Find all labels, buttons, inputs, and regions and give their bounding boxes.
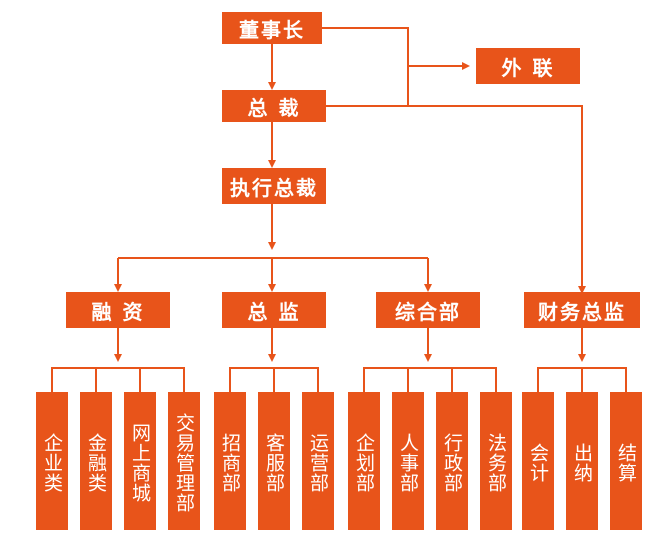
- node-finance-director: 财务总监: [524, 292, 640, 328]
- leaf-general-affairs-4: 法务部: [480, 392, 512, 530]
- node-external: 外 联: [476, 48, 580, 84]
- leaf-general-affairs-2: 人事部: [392, 392, 424, 530]
- leaf-director-1: 招商部: [214, 392, 246, 530]
- node-director: 总 监: [222, 292, 326, 328]
- leaf-finance-director-2: 出纳: [566, 392, 598, 530]
- arrow-president-to-finance-director: [326, 105, 586, 294]
- leaf-bar-financing: [51, 367, 185, 392]
- leaf-financing-4: 交易管理部: [168, 392, 200, 530]
- node-chairman: 董事长: [222, 12, 322, 44]
- leaf-general-affairs-1: 企划部: [348, 392, 380, 530]
- leaf-director-2: 客服部: [258, 392, 290, 530]
- leaf-financing-3: 网上商城: [124, 392, 156, 530]
- leaf-director-3: 运营部: [302, 392, 334, 530]
- leaf-finance-director-3: 结算: [610, 392, 642, 530]
- node-president: 总 裁: [222, 90, 326, 122]
- leaf-general-affairs-3: 行政部: [436, 392, 468, 530]
- leaf-financing-1: 企业类: [36, 392, 68, 530]
- line-chairman-bracket: [322, 27, 409, 107]
- leaf-finance-director-1: 会计: [522, 392, 554, 530]
- leaf-bar-general-affairs: [363, 367, 497, 392]
- leaf-financing-2: 金融类: [80, 392, 112, 530]
- node-executive-president: 执行总裁: [222, 168, 326, 204]
- node-financing: 融 资: [66, 292, 170, 328]
- node-general-affairs: 综合部: [376, 292, 480, 328]
